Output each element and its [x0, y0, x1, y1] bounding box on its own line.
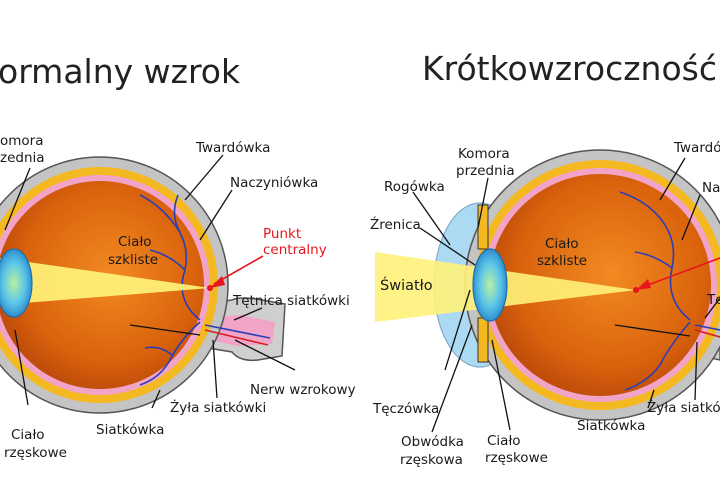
right-label-teczowka: Tęczówka: [372, 401, 439, 417]
left-lens: [0, 248, 33, 318]
right-focus-arrow: [639, 257, 720, 289]
right-label-zrenica: Źrenica: [370, 215, 421, 233]
right-label-rzeskowe: rzęskowe: [485, 450, 548, 466]
right-iris-bottom: [477, 317, 489, 363]
right-label-naczyniowka: Naczyniówka: [702, 180, 720, 196]
right-label-szkliste: szkliste: [537, 253, 587, 269]
left-label-przednia: zednia: [0, 150, 45, 166]
left-title: ormalny wzrok: [0, 52, 241, 91]
right-label-twardowka: Twardówka: [673, 140, 720, 156]
right-label-komora: Komora: [458, 146, 510, 162]
left-label-siatkowka: Siatkówka: [96, 422, 164, 438]
leader-lines: [4, 154, 720, 433]
right-retinal-vessels: [619, 191, 720, 391]
right-label-rzeskowa: rzęskowa: [400, 452, 463, 468]
left-label-tetnica: Tętnica siatkówki: [232, 293, 350, 309]
right-label-cialo-rzeskowe: Ciało: [487, 433, 521, 449]
right-title: Krótkowzroczność: [422, 49, 717, 88]
right-eye: [375, 149, 720, 421]
right-label-siatkowka: Siatkówka: [577, 418, 645, 434]
right-label-cialo: Ciało: [545, 236, 579, 252]
right-label-zyla: Żyła siatkówki: [647, 398, 720, 416]
right-label-obwodka: Obwódka: [401, 434, 464, 450]
right-label-swiatlo: Światło: [380, 276, 433, 294]
left-label-rzeskowe: rzęskowe: [4, 445, 67, 461]
left-label-twardowka: Twardówka: [195, 140, 270, 156]
left-retinal-vessels: [139, 194, 271, 386]
right-label-tetnica: Tętnica siatkówki: [706, 292, 720, 308]
left-focus-arrowhead: [210, 276, 225, 288]
left-label-komora: omora: [0, 133, 44, 149]
right-lens: [472, 248, 508, 322]
left-light-beam: [0, 258, 210, 305]
left-label-nerw: Nerw wzrokowy: [250, 382, 356, 398]
left-label-cialo: Ciało: [118, 234, 152, 250]
left-label-centralny: centralny: [263, 242, 327, 258]
left-label-naczyniowka: Naczyniówka: [230, 175, 318, 191]
right-iris-top: [477, 204, 489, 250]
left-label-szkliste: szkliste: [108, 252, 158, 268]
left-eye: [0, 156, 286, 414]
left-label-punkt: Punkt: [263, 226, 301, 242]
right-focus-arrowhead: [636, 279, 651, 290]
right-label-rogowka: Rogówka: [384, 179, 445, 195]
left-label-cialo-rzeskowe: Ciało: [11, 427, 45, 443]
right-label-przednia: przednia: [456, 163, 515, 179]
left-label-zyla: Żyła siatkówki: [170, 398, 266, 416]
